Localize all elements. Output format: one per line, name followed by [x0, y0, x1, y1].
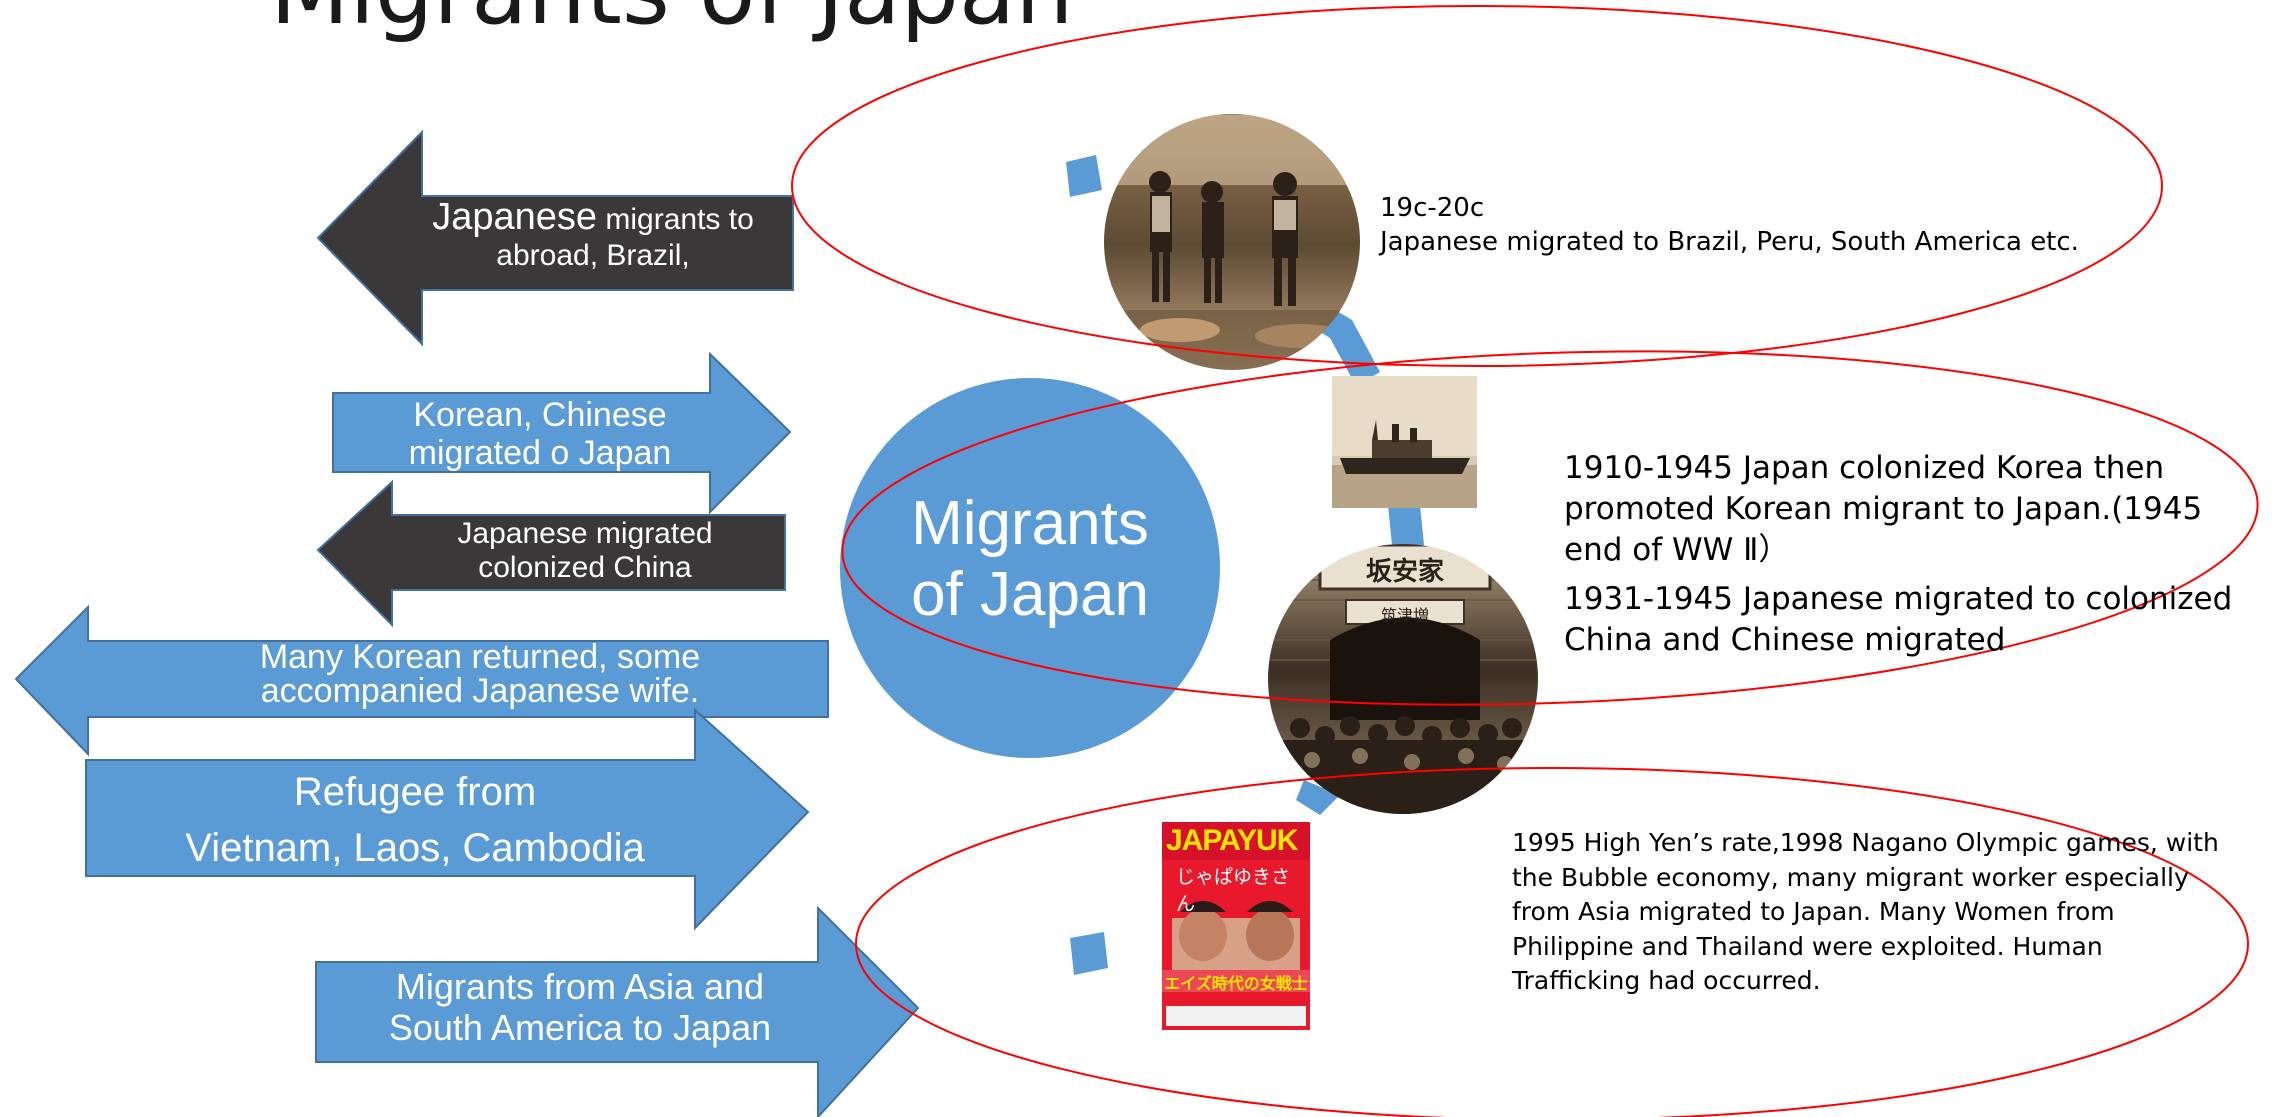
arc-segment-top [1066, 155, 1102, 197]
center-label-line1: Migrants [911, 489, 1149, 558]
arrow-korean-returned-line2: accompanied Japanese wife. [260, 672, 700, 710]
era-3-line1: 1995 High Yen’s rate,1998 Nagano Olympic… [1512, 828, 2219, 857]
era-2-line3: end of WW Ⅱ） [1564, 531, 1790, 568]
arrow-refugee [85, 707, 810, 931]
arrow-japanese-china-label: Japanese migrated colonized China [390, 517, 780, 585]
arc-segment-lower-right [1296, 780, 1340, 815]
arrow-refugee-line1: Refugee from [293, 770, 537, 814]
arrow-refugee-label: Refugee from Vietnam, Laos, Cambodia [120, 764, 710, 876]
era-2-line1: 1910-1945 Japan colonized Korea then [1564, 450, 2165, 486]
arc-segment-bottom [1070, 932, 1108, 975]
slide-title: Migrants of Japan [270, 0, 1074, 45]
photo-book-cover [1162, 822, 1310, 1030]
arrow-korean-chinese [332, 351, 792, 515]
era-1-line2: Japanese migrated to Brazil, Peru, South… [1380, 226, 2079, 257]
era-3-line4: Philippine and Thailand were exploited. … [1512, 931, 2103, 961]
era-3-line3: from Asia migrated to Japan. Many Women … [1512, 897, 2115, 926]
center-label-line2: of Japan [911, 560, 1149, 630]
arrow-japanese-abroad-strong: Japanese [432, 196, 598, 238]
arrow-korean-chinese-label: Korean, Chinese migrated o Japan [340, 396, 740, 473]
arrow-japanese-abroad-label: Japanese migrants to abroad, Brazil, [398, 196, 788, 273]
book-cover-band: エイズ時代の女戦士 [1164, 974, 1308, 993]
ellipse-era-3 [855, 767, 2249, 1117]
arrow-japanese-abroad-line2: abroad, Brazil, [496, 238, 690, 272]
arrow-korean-chinese-line1: Korean, Chinese [413, 396, 667, 434]
photo-pioneers [1104, 114, 1360, 370]
ellipse-era-1 [791, 5, 2163, 367]
arrow-japanese-abroad-rest: migrants to [597, 203, 754, 236]
arrow-korean-returned-label: Many Korean returned, some accompanied J… [140, 640, 820, 708]
arrow-korean-returned [14, 604, 829, 757]
book-cover-title: JAPAYUK [1166, 824, 1298, 857]
era-3-text: 1995 High Yen’s rate,1998 Nagano Olympic… [1512, 826, 2272, 999]
arc-segment-mid-right [1388, 505, 1424, 545]
era-2-line5: China and Chinese migrated [1564, 621, 2006, 658]
book-cover-subtitle: じゃぱゆきさん [1176, 866, 1291, 915]
arrow-korean-chinese-line2: migrated o Japan [408, 434, 672, 473]
era-1-text: 19c-20c Japanese migrated to Brazil, Per… [1380, 192, 2140, 260]
era-highlight-ellipses [791, 5, 2259, 1117]
era-3-line5: Trafficking had occurred. [1512, 966, 1821, 995]
arrow-japanese-china-line1: Japanese migrated [457, 517, 713, 550]
arrow-japanese-abroad [316, 129, 794, 347]
arrow-refugee-line2: Vietnam, Laos, Cambodia [185, 826, 645, 870]
arrow-asia-south-america-line1: Migrants from Asia and [395, 966, 765, 1007]
center-circle [840, 378, 1220, 758]
arrow-asia-south-america [315, 905, 920, 1117]
center-label: Migrants of Japan [860, 488, 1200, 631]
era-3-line2: the Bubble economy, many migrant worker … [1512, 862, 2189, 892]
mine-sign-bottom: 筑津増 [1380, 606, 1429, 625]
arrow-korean-returned-line1: Many Korean returned, some [259, 638, 701, 676]
arrow-asia-south-america-line2: South America to Japan [388, 1007, 772, 1049]
arrow-japanese-china-line2: colonized China [478, 550, 692, 584]
mine-sign-top: 坂安家 [1365, 557, 1444, 587]
era-2-line4: 1931-1945 Japanese migrated to colonized [1564, 580, 2233, 617]
arrow-asia-south-america-label: Migrants from Asia and South America to … [340, 966, 820, 1049]
left-arrows [14, 129, 920, 1117]
era-2-line2: promoted Korean migrant to Japan.(1945 [1564, 490, 2203, 527]
arrow-japanese-china [316, 479, 786, 628]
era-1-line1: 19c-20c [1380, 193, 1485, 223]
photo-steamship [1332, 376, 1477, 508]
ellipse-era-2 [841, 350, 2259, 706]
era-2-text: 1910-1945 Japan colonized Korea then pro… [1564, 448, 2264, 661]
